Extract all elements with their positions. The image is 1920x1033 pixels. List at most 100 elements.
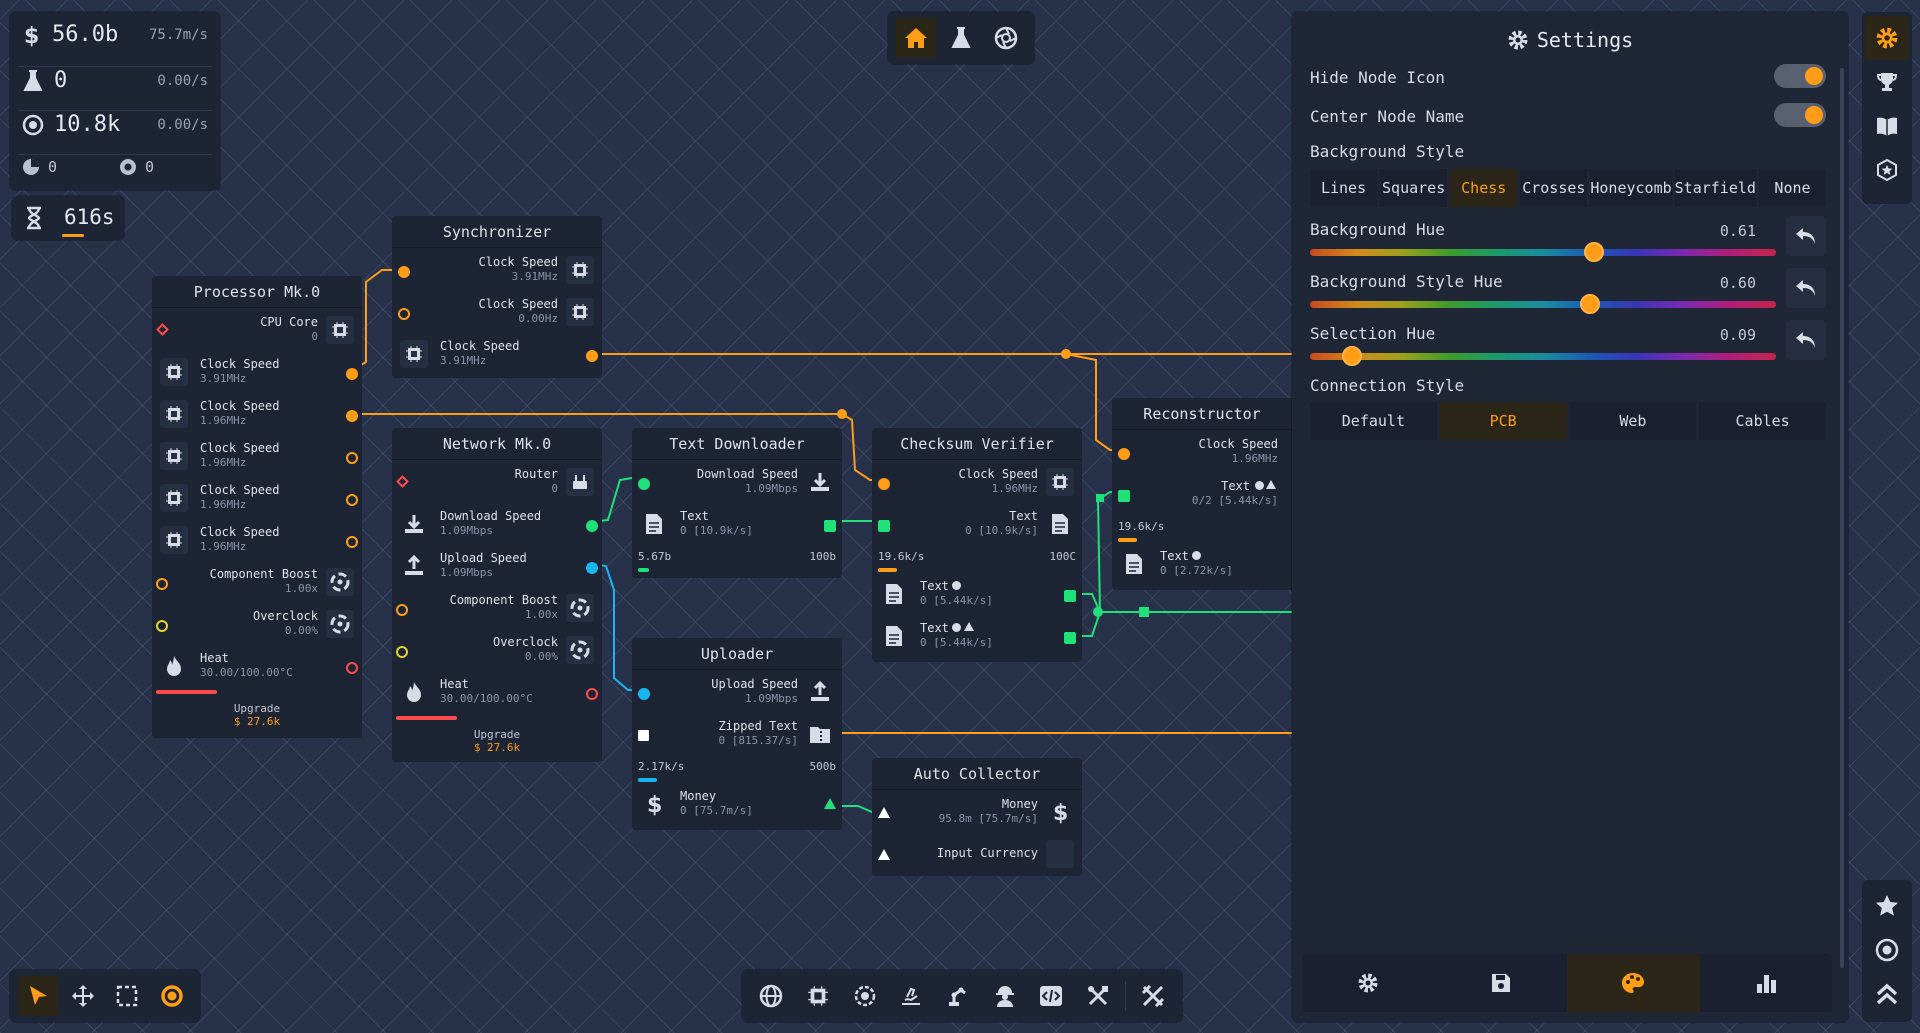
node-network[interactable]: Network Mk.0 Router 0 Download Speed 1.0… <box>392 428 602 762</box>
settings-scrollbar[interactable] <box>1840 68 1844 968</box>
port-input[interactable] <box>878 478 890 490</box>
bg-style-starfield[interactable]: Starfield <box>1674 169 1756 207</box>
settings-button[interactable] <box>1865 16 1909 60</box>
port-input[interactable] <box>878 849 890 860</box>
build-tools[interactable] <box>1078 976 1118 1016</box>
node-synchronizer[interactable]: Synchronizer Clock Speed 3.91MHz Clock S… <box>392 216 602 378</box>
selection-hue-slider[interactable] <box>1310 346 1776 366</box>
bg-style-chess[interactable]: Chess <box>1450 169 1518 207</box>
upgrade-button[interactable]: Upgrade $ 27.6k <box>473 728 521 754</box>
node-uploader[interactable]: Uploader Upload Speed 1.09Mbps Zipped Te… <box>632 638 842 830</box>
port-input[interactable] <box>156 578 168 590</box>
slider-knob[interactable] <box>1341 346 1362 366</box>
background-style-hue-reset-button[interactable] <box>1786 268 1826 308</box>
tab-general-settings[interactable] <box>1302 954 1435 1012</box>
port-output[interactable] <box>1064 632 1076 644</box>
port-input[interactable] <box>878 520 890 532</box>
build-manual[interactable] <box>891 976 931 1016</box>
port-input[interactable] <box>398 308 410 320</box>
warning-icon <box>964 622 974 631</box>
divider <box>1124 981 1126 1011</box>
upgrade-button[interactable]: Upgrade $ 27.6k <box>233 702 281 728</box>
conn-style-default[interactable]: Default <box>1310 402 1437 440</box>
build-booster[interactable] <box>845 976 885 1016</box>
guide-button[interactable] <box>1865 104 1909 148</box>
bg-style-crosses[interactable]: Crosses <box>1520 169 1588 207</box>
timer-progress <box>62 234 84 237</box>
port-input[interactable] <box>396 604 408 616</box>
port-input[interactable] <box>638 478 650 490</box>
port-input[interactable] <box>398 266 410 278</box>
chip-icon <box>326 316 354 344</box>
select-tool[interactable] <box>107 976 147 1016</box>
node-processor[interactable]: Processor Mk.0 CPU Core 0 Clock Speed 3.… <box>152 276 362 738</box>
node-auto-collector[interactable]: Auto Collector Money 95.8m [75.7m/s] $ I… <box>872 758 1082 876</box>
background-hue-reset-button[interactable] <box>1786 216 1826 256</box>
bg-style-lines[interactable]: Lines <box>1310 169 1378 207</box>
build-disconnect[interactable] <box>1133 976 1173 1016</box>
tab-save[interactable] <box>1435 954 1568 1012</box>
tab-statistics[interactable] <box>1700 954 1833 1012</box>
build-worker[interactable] <box>985 976 1025 1016</box>
build-network[interactable] <box>751 976 791 1016</box>
undo-icon <box>1795 279 1817 297</box>
home-button[interactable] <box>896 18 937 58</box>
rank-up-button[interactable] <box>1865 972 1909 1016</box>
port-input[interactable] <box>1118 448 1130 460</box>
pointer-icon <box>28 985 48 1007</box>
research-button[interactable] <box>941 18 981 58</box>
slider-knob[interactable] <box>1579 294 1600 314</box>
conn-style-cables[interactable]: Cables <box>1699 402 1826 440</box>
pointer-tool[interactable] <box>18 976 59 1016</box>
chip-icon <box>160 526 188 554</box>
progress-bar <box>638 778 657 782</box>
bg-style-none[interactable]: None <box>1758 169 1827 207</box>
port-output[interactable] <box>824 520 836 532</box>
favorites-button[interactable] <box>1865 884 1909 928</box>
port-diamond[interactable] <box>156 323 169 336</box>
aperture-button[interactable] <box>986 18 1026 58</box>
port-input[interactable] <box>638 688 650 700</box>
build-code[interactable] <box>1031 976 1071 1016</box>
port-diamond[interactable] <box>396 475 409 488</box>
port-output[interactable] <box>586 688 598 700</box>
port-input[interactable] <box>638 730 649 741</box>
port-output[interactable] <box>346 536 358 548</box>
port-output[interactable] <box>1064 590 1076 602</box>
port-input[interactable] <box>396 646 408 658</box>
build-automation[interactable] <box>938 976 978 1016</box>
bg-style-honeycomb[interactable]: Honeycomb <box>1590 169 1672 207</box>
tab-appearance[interactable] <box>1567 954 1700 1012</box>
dollar-icon: $ <box>640 790 668 818</box>
hide-node-icon-toggle[interactable] <box>1774 64 1826 88</box>
port-output[interactable] <box>346 368 358 380</box>
port-output[interactable] <box>346 410 358 422</box>
port-input[interactable] <box>878 807 890 818</box>
node-checksum-verifier[interactable]: Checksum Verifier Clock Speed 1.96MHz Te… <box>872 428 1082 662</box>
port-input[interactable] <box>156 620 168 632</box>
port-output[interactable] <box>346 452 358 464</box>
target-button[interactable] <box>1865 928 1909 972</box>
achievements-button[interactable] <box>1865 60 1909 104</box>
ring-tool[interactable] <box>152 976 192 1016</box>
bg-style-squares[interactable]: Squares <box>1380 169 1448 207</box>
port-output[interactable] <box>824 798 836 809</box>
move-tool[interactable] <box>63 976 103 1016</box>
background-style-hue-slider[interactable] <box>1310 294 1776 314</box>
center-node-name-toggle[interactable] <box>1774 103 1826 127</box>
node-text-downloader[interactable]: Text Downloader Download Speed 1.09Mbps … <box>632 428 842 578</box>
selection-hue-reset-button[interactable] <box>1786 320 1826 360</box>
background-hue-slider[interactable] <box>1310 242 1776 262</box>
node-reconstructor[interactable]: Reconstructor Clock Speed 1.96MHz Text 0… <box>1112 398 1292 590</box>
port-output[interactable] <box>586 562 598 574</box>
port-output[interactable] <box>346 494 358 506</box>
port-input[interactable] <box>1118 490 1130 502</box>
port-output[interactable] <box>586 520 598 532</box>
port-output[interactable] <box>346 662 358 674</box>
port-output[interactable] <box>586 350 598 362</box>
slider-knob[interactable] <box>1584 242 1605 262</box>
conn-style-pcb[interactable]: PCB <box>1439 402 1567 440</box>
prestige-button[interactable] <box>1865 148 1909 192</box>
conn-style-web[interactable]: Web <box>1569 402 1697 440</box>
build-processor[interactable] <box>798 976 838 1016</box>
